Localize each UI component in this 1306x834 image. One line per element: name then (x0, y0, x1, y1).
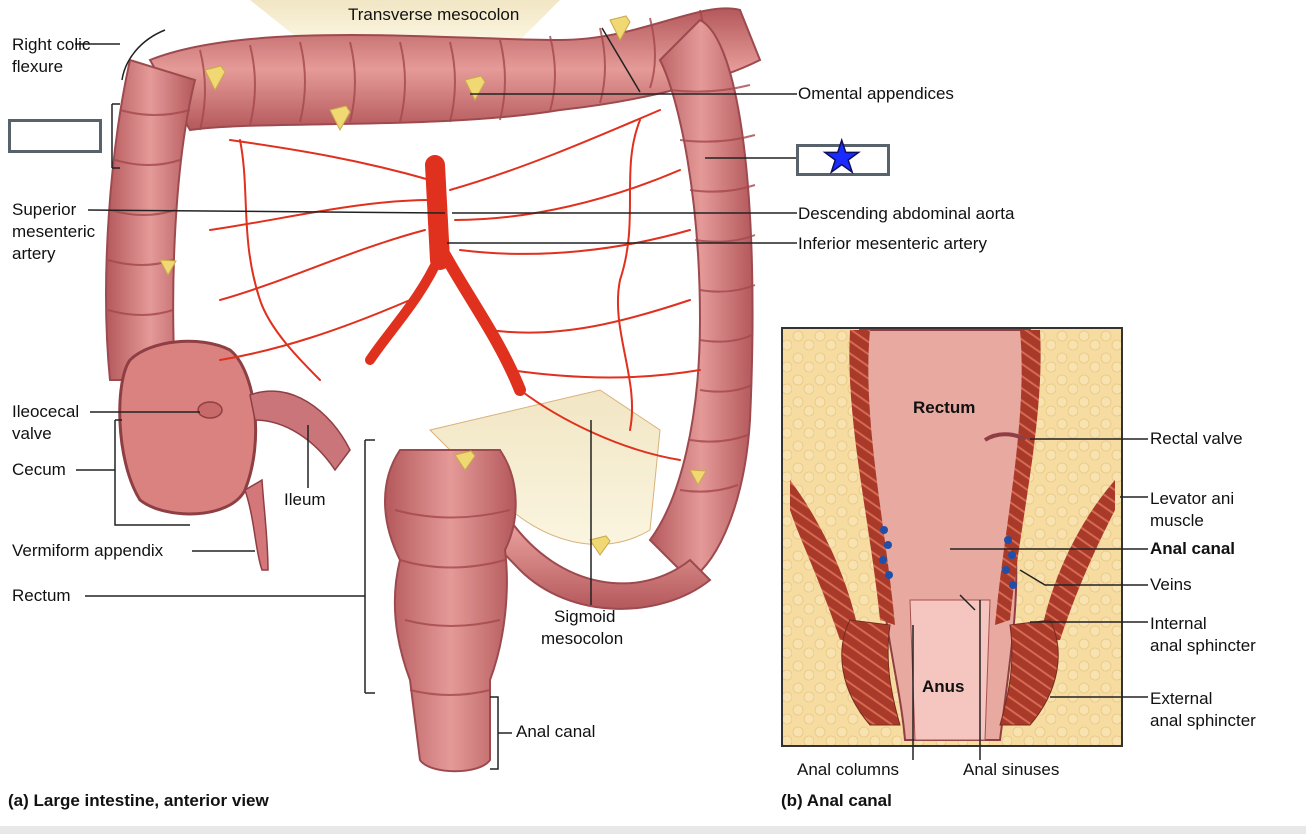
label-anal-canal-a: Anal canal (516, 722, 596, 741)
label-cecum: Cecum (12, 460, 66, 479)
label-rectal-valve: Rectal valve (1150, 429, 1243, 448)
label-right-colic-flexure-line2: flexure (12, 57, 64, 76)
label-rectum-inner: Rectum (913, 398, 976, 417)
rectum-shape (384, 449, 517, 773)
label-internal-line2: anal sphincter (1150, 636, 1256, 655)
ascending-colon (105, 58, 197, 381)
transverse-mesocolon-shape (250, 0, 560, 40)
panel-b-rectum-wall-right (995, 330, 1041, 625)
panel-b-internal-sphincter-right (999, 619, 1059, 726)
panel-b-levator-left (790, 480, 860, 640)
ileum-shape (249, 390, 351, 472)
cecum-shape (118, 339, 258, 516)
panel-b-rectal-valve (983, 432, 1027, 442)
panel-b-levator-right (1040, 480, 1115, 640)
star-marker-icon: ★ (821, 132, 862, 183)
label-vermiform-appendix: Vermiform appendix (12, 541, 164, 560)
appendix-shape (244, 478, 269, 571)
panel-b-anal-canal-inner (909, 599, 991, 741)
label-veins: Veins (1150, 575, 1192, 594)
caption-panel-a: (a) Large intestine, anterior view (8, 791, 269, 810)
label-omental-appendices: Omental appendices (798, 84, 954, 103)
label-right-colic-flexure-line1: Right colic (12, 35, 91, 54)
panel-b-rectum-wall-left (849, 330, 895, 625)
label-superior-mesenteric-line3: artery (12, 244, 56, 263)
label-ileocecal-line1: Ileocecal (12, 402, 80, 421)
label-transverse-mesocolon: Transverse mesocolon (348, 5, 520, 24)
label-superior-mesenteric-line2: mesenteric (12, 222, 96, 241)
label-levator-line1: Levator ani (1150, 489, 1235, 508)
ileocecal-valve-shape (197, 401, 223, 419)
label-sigmoid-line2: mesocolon (541, 629, 624, 648)
bottom-divider (0, 826, 1306, 834)
label-superior-mesenteric-line1: Superior (12, 200, 77, 219)
caption-panel-b: (b) Anal canal (781, 791, 892, 810)
label-anal-canal-b: Anal canal (1150, 539, 1236, 558)
answer-blank-left[interactable] (8, 119, 102, 153)
leader-lines (75, 27, 1148, 770)
label-external-line2: anal sphincter (1150, 711, 1256, 730)
omental-appendices (159, 15, 707, 556)
label-sigmoid-line1: Sigmoid (554, 607, 616, 626)
label-descending-aorta: Descending abdominal aorta (798, 204, 1015, 223)
label-internal-line1: Internal (1150, 614, 1207, 633)
descending-colon (648, 18, 754, 582)
answer-blank-right[interactable] (796, 144, 890, 176)
label-anal-sinuses: Anal sinuses (963, 760, 1060, 779)
label-ileum: Ileum (284, 490, 326, 509)
label-levator-line2: muscle (1150, 511, 1204, 530)
panel-b-internal-sphincter-left (841, 619, 901, 726)
label-inferior-mesenteric: Inferior mesenteric artery (798, 234, 987, 253)
label-rectum: Rectum (12, 586, 71, 605)
label-anal-columns: Anal columns (797, 760, 900, 779)
panel-b-veins (879, 526, 1017, 589)
label-anus-inner: Anus (922, 677, 965, 696)
label-ileocecal-line2: valve (12, 424, 52, 443)
label-external-line1: External (1150, 689, 1213, 708)
